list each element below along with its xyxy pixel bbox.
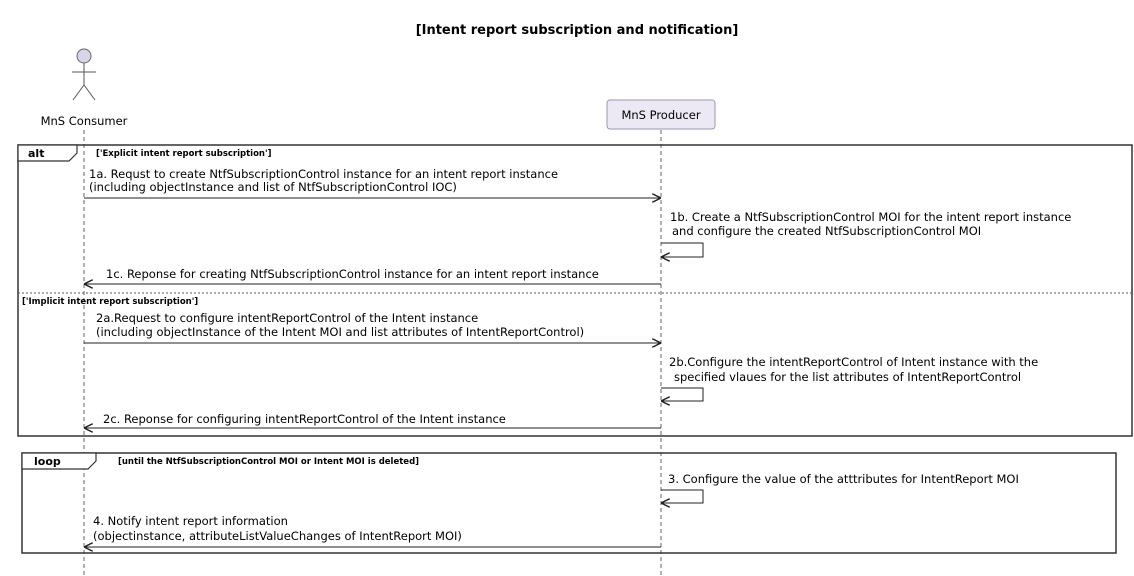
msg-2b-line2: specified vlaues for the list attributes… — [674, 370, 1021, 384]
msg-2b-line1: 2b.Configure the intentReportControl of … — [669, 355, 1038, 369]
msg-1b-line2: and configure the created NtfSubscriptio… — [672, 224, 981, 238]
loop-keyword: loop — [34, 455, 61, 468]
alt-guard-implicit: ['Implicit intent report subscription'] — [22, 297, 198, 307]
alt-fragment: alt ['Explicit intent report subscriptio… — [17, 144, 1133, 437]
consumer-actor-icon — [72, 48, 96, 101]
consumer-label: MnS Consumer — [41, 114, 128, 128]
loop-guard: [until the NtfSubscriptionControl MOI or… — [118, 457, 419, 467]
diagram-title: [Intent report subscription and notifica… — [416, 23, 739, 38]
producer-participant: MnS Producer — [606, 99, 716, 130]
arrow-2b-self — [661, 387, 704, 401]
msg-4-line2: (objectinstance, attributeListValueChang… — [93, 529, 462, 543]
arrow-3-self — [661, 489, 704, 503]
arrow-1b-self — [661, 242, 704, 257]
loop-fragment: loop [until the NtfSubscriptionControl M… — [21, 452, 1117, 554]
msg-4-line1: 4. Notify intent report information — [93, 514, 288, 528]
msg-1a-line1: 1a. Requst to create NtfSubscriptionCont… — [89, 167, 558, 181]
alt-keyword: alt — [28, 147, 44, 160]
msg-1c: 1c. Reponse for creating NtfSubscription… — [106, 267, 599, 281]
msg-1b-line1: 1b. Create a NtfSubscriptionControl MOI … — [670, 210, 1071, 224]
producer-label: MnS Producer — [621, 108, 700, 122]
msg-2a-line2: (including objectInstance of the Intent … — [96, 325, 584, 339]
msg-2c: 2c. Reponse for configuring intentReport… — [103, 412, 506, 426]
alt-guard-explicit: ['Explicit intent report subscription'] — [96, 149, 272, 159]
msg-1a-line2: (including objectInstance and list of Nt… — [89, 180, 457, 194]
msg-2a-line1: 2a.Request to configure intentReportCont… — [96, 311, 478, 325]
msg-3: 3. Configure the value of the atttribute… — [668, 472, 1019, 486]
